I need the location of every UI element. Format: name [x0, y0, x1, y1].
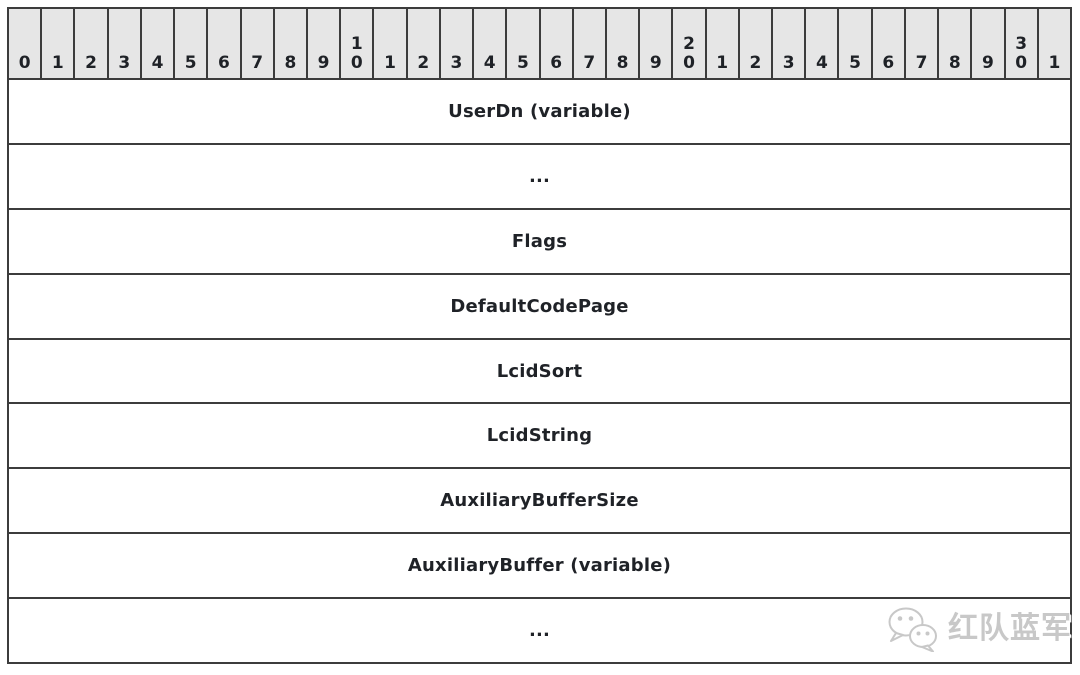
field-row-ellipsis: ...: [9, 142, 1070, 208]
field-label-flags: Flags: [511, 230, 568, 252]
bit-cell-4: 4: [141, 9, 176, 78]
bit-cell-3: 3: [440, 9, 475, 78]
field-row-auxiliarybuffer-variable: AuxiliaryBuffer (variable): [9, 532, 1070, 598]
field-row-auxiliarybuffersize: AuxiliaryBufferSize: [9, 467, 1070, 533]
field-label-ellipsis: ...: [528, 165, 551, 187]
bit-cell-7: 7: [241, 9, 275, 78]
bit-cell-2: 2: [739, 9, 774, 78]
field-label-auxiliarybuffersize: AuxiliaryBufferSize: [440, 490, 639, 512]
bit-cell-6: 6: [872, 9, 906, 78]
field-row-flags: Flags: [9, 207, 1070, 273]
bit-cell-1: 1: [706, 9, 740, 78]
bit-cell-9: 9: [640, 9, 674, 78]
field-row-ellipsis: ...: [9, 597, 1070, 663]
field-label-defaultcodepage: DefaultCodePage: [450, 295, 629, 317]
field-label-lcidsort: LcidSort: [496, 360, 583, 382]
bit-cell-8: 8: [939, 9, 973, 78]
field-row-lcidsort: LcidSort: [9, 337, 1070, 403]
field-label-userdn-variable: UserDn (variable): [448, 100, 631, 122]
field-row-lcidstring: LcidString: [9, 402, 1070, 468]
bit-cell-2: 2: [75, 9, 109, 78]
bit-cell-3: 3: [108, 9, 142, 78]
field-label-auxiliarybuffer-variable: AuxiliaryBuffer (variable): [407, 555, 672, 577]
field-row-userdn-variable: UserDn (variable): [9, 78, 1070, 143]
bit-cell-8: 8: [606, 9, 641, 78]
bit-cell-1: 1: [374, 9, 408, 78]
bit-cell-5: 5: [175, 9, 209, 78]
bit-cell-8: 8: [274, 9, 308, 78]
bit-cell-1: 1: [1038, 9, 1070, 78]
bit-cell-5: 5: [507, 9, 541, 78]
bit-cell-9: 9: [307, 9, 342, 78]
field-label-ellipsis: ...: [528, 620, 551, 642]
bit-cell-4: 4: [474, 9, 508, 78]
bit-cell-2: 2: [407, 9, 441, 78]
bit-cell-7: 7: [905, 9, 940, 78]
bit-cell-0: 0: [9, 9, 43, 78]
field-row-defaultcodepage: DefaultCodePage: [9, 272, 1070, 338]
bit-cell-4: 4: [806, 9, 840, 78]
bit-cell-5: 5: [839, 9, 873, 78]
bit-cell-7: 7: [573, 9, 607, 78]
bit-cell-3: 3: [773, 9, 807, 78]
bit-cell-1: 1: [42, 9, 76, 78]
bit-cell-6: 6: [540, 9, 574, 78]
bit-cell-6: 6: [208, 9, 242, 78]
field-label-lcidstring: LcidString: [486, 425, 593, 447]
bit-cell-9: 9: [972, 9, 1006, 78]
